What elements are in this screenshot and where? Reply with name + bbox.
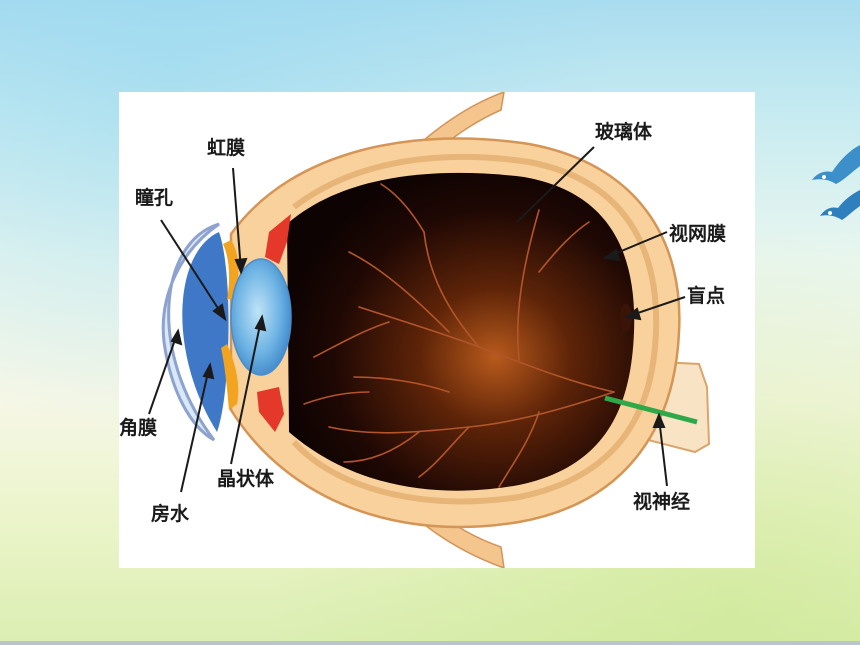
iris-upper [223, 240, 239, 300]
label-vitreous: 玻璃体 [595, 120, 653, 143]
optic-nerve-fiber [604, 395, 698, 425]
blind-spot [620, 304, 632, 332]
eye-diagram: 虹膜 瞳孔 玻璃体 视网膜 盲点 角膜 晶状体 房水 视神经 [119, 92, 726, 568]
label-cornea: 角膜 [119, 416, 157, 439]
pointer-lines [148, 146, 686, 493]
vitreous-body [287, 172, 635, 491]
label-blind-spot: 盲点 [687, 284, 725, 307]
slide-bottom-bar [0, 641, 860, 645]
label-lens: 晶状体 [217, 467, 275, 490]
label-aqueous: 房水 [151, 502, 190, 525]
bird-decoration-icon [812, 145, 860, 220]
ciliary-body-upper [265, 214, 291, 264]
label-iris: 虹膜 [207, 136, 245, 159]
label-retina: 视网膜 [669, 222, 726, 245]
eye-diagram-panel: 虹膜 瞳孔 玻璃体 视网膜 盲点 角膜 晶状体 房水 视神经 [119, 92, 755, 568]
blood-vessels [303, 183, 615, 488]
iris-lower [221, 344, 239, 410]
retina-layer [291, 153, 660, 505]
label-pupil: 瞳孔 [135, 186, 173, 209]
aqueous-chamber [182, 232, 229, 432]
label-optic-nerve: 视神经 [633, 490, 690, 513]
ciliary-body-lower [257, 387, 284, 432]
